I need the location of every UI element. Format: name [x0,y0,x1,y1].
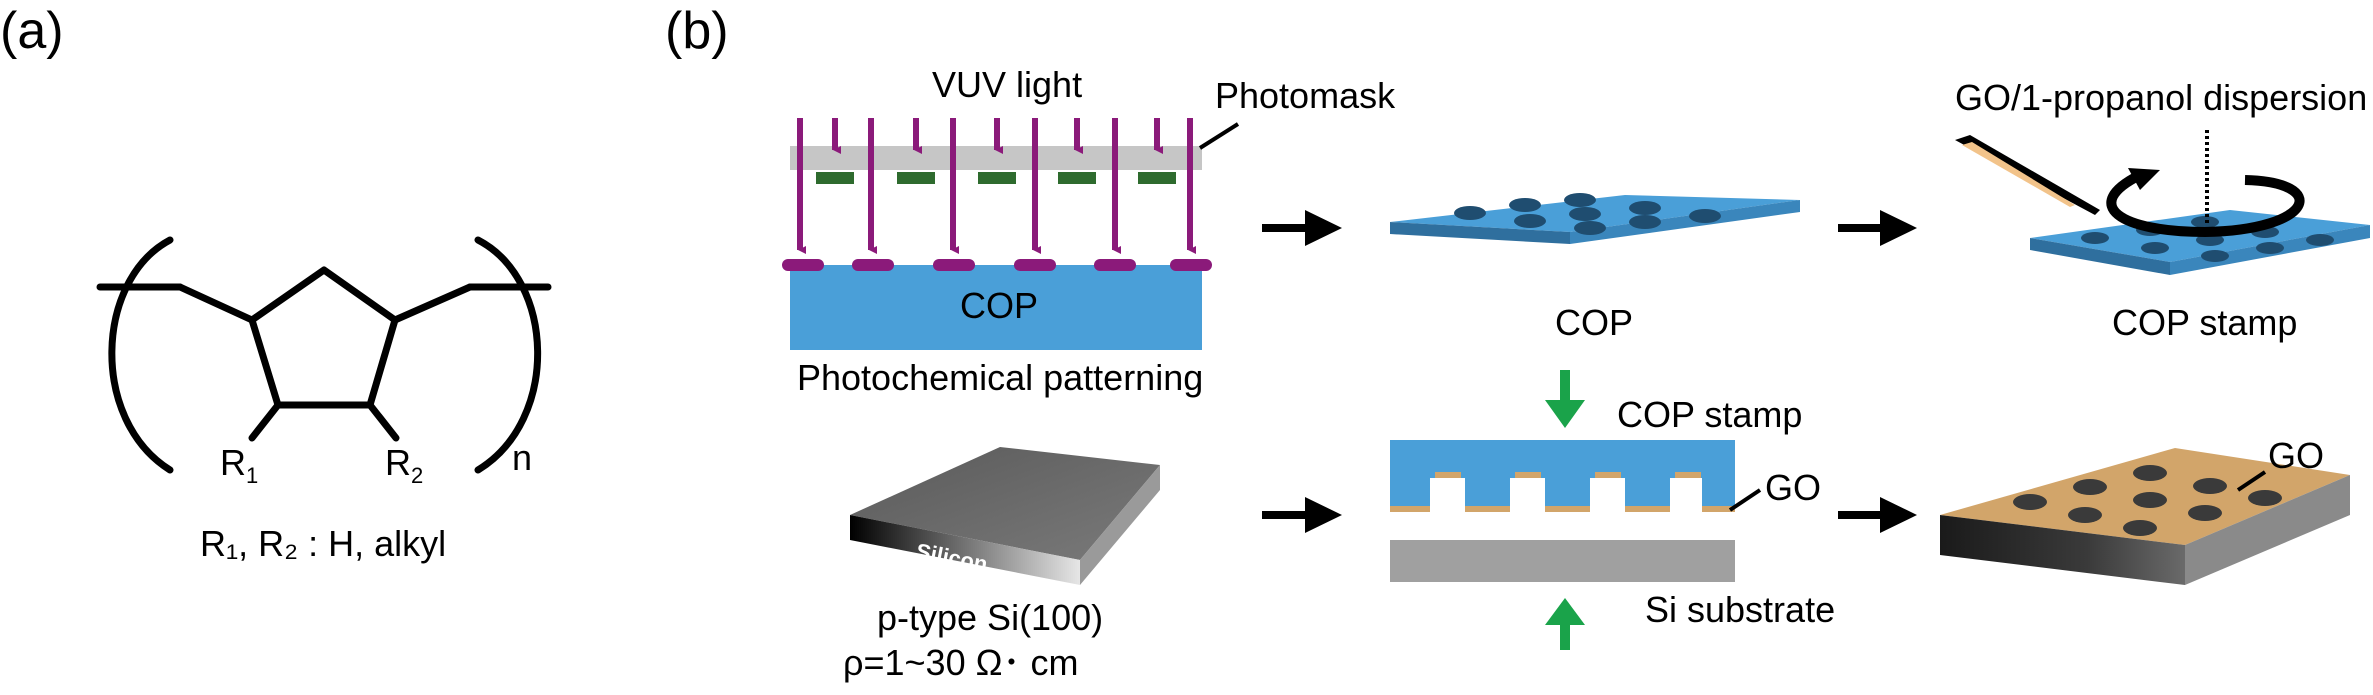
r2-label: R2 [385,442,423,488]
spin-coating-step: GO/1-propanol dispersion COP stamp [1955,77,2370,343]
bond-left [176,283,256,324]
photochemical-patterning-label: Photochemical patterning [797,357,1203,398]
process-arrow-3 [1262,497,1342,533]
si-type-label: p-type Si(100) [877,597,1103,638]
process-arrow-2 [1838,210,1917,246]
panel-a-label: (a) [0,2,64,60]
right-bracket [474,236,542,474]
photomask-leader [1198,122,1240,150]
si-substrate-block [1390,540,1735,582]
go-label: GO [1765,467,1821,508]
si-substrate-label: Si substrate [1645,589,1835,630]
patterned-regions [782,259,1212,271]
process-arrow-4 [1838,497,1917,533]
pipette-liquid [1962,142,2075,207]
go-layer-on-pillars [1390,506,1735,512]
stamp-plate-front [2030,238,2170,275]
si-resistivity-label: ρ=1~30 Ω･ cm [843,642,1079,683]
final-front [1940,515,2185,585]
final-holes [2013,465,2282,536]
dispersion-label: GO/1-propanol dispersion [1955,77,2367,118]
silicon-substrate-step: Silicon p-type Si(100) ρ=1~30 Ω･ cm [843,447,1160,683]
r1-bond [248,401,282,442]
vuv-light-label: VUV light [932,64,1082,105]
cop-block [790,265,1202,350]
r1-label: R1 [220,442,258,488]
bond-right [391,283,474,324]
silicon-front [850,515,1080,585]
photomask-pattern [816,172,1176,184]
vuv-arrows [797,118,1196,254]
cop-plate-side [1570,200,1800,244]
cop-plate-front [1390,222,1570,244]
silicon-top [850,447,1160,560]
press-cop-stamp-label: COP stamp [1617,394,1802,435]
final-go-pattern-step: GO [1940,435,2350,585]
cop-plate-step: COP [1390,193,1800,343]
n-label: n [512,437,532,478]
cop-label: COP [1555,302,1633,343]
rotation-arrow [2106,170,2305,238]
transfer-press-step: COP stamp GO Si substrate [1390,370,1835,650]
final-go-leader [2236,470,2267,492]
final-side [2185,475,2350,585]
press-stamp-body [1390,440,1735,478]
photochemical-patterning-step: VUV light Photomask [782,64,1396,398]
substituent-caption: R₁, R₂ : H, alkyl [200,523,446,564]
press-arrow-bottom-head [1545,598,1585,625]
cop-monomer-structure [96,236,552,474]
cyclopentane-ring [248,266,399,409]
left-bracket [108,236,174,474]
r2-bond [366,401,400,442]
cop-holes [1454,193,1721,235]
cop-stamp-label: COP stamp [2112,302,2297,343]
press-arrow-top-head [1545,400,1585,428]
press-stamp-pillars [1390,477,1735,507]
process-arrow-1 [1262,210,1342,246]
cop-block-label: COP [960,285,1038,326]
panel-b-label: (b) [665,2,729,60]
photomask-label: Photomask [1215,75,1396,116]
final-go-label: GO [2268,435,2324,476]
go-leader [1728,488,1762,512]
rotation-arrow-head [2128,168,2160,190]
go-layer-in-holes [1435,472,1701,478]
silicon-side [1080,465,1160,585]
